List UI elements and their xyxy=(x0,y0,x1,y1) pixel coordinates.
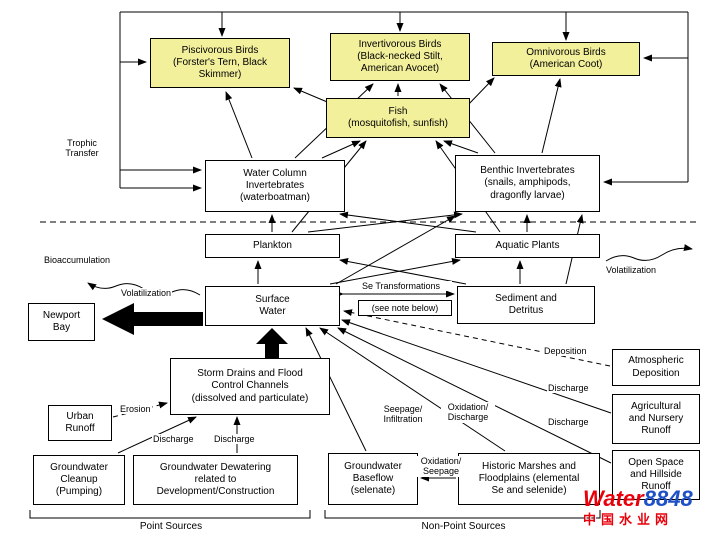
node-agricultural-runoff: Agricultural and Nursery Runoff xyxy=(612,394,700,444)
storm-drain-inflow-arrow xyxy=(256,328,288,358)
point-sources-bracket xyxy=(29,510,311,519)
node-urban-runoff: Urban Runoff xyxy=(48,405,112,441)
label-discharge-agricultural: Discharge xyxy=(547,383,590,394)
node-sediment-detritus: Sediment and Detritus xyxy=(457,286,595,324)
newport-bay-flow-arrow xyxy=(102,303,203,335)
label-discharge-dewatering: Discharge xyxy=(213,434,256,445)
node-open-space-runoff: Open Space and Hillside Runoff xyxy=(612,450,700,500)
node-groundwater-baseflow: Groundwater Baseflow (selenate) xyxy=(328,453,418,505)
label-se-transformations: Se Transformations xyxy=(350,281,452,292)
label-oxidation-discharge: Oxidation/ Discharge xyxy=(441,402,495,423)
label-point-sources: Point Sources xyxy=(139,521,203,532)
node-water-column-invertebrates: Water Column Invertebrates (waterboatman… xyxy=(205,160,345,212)
node-groundwater-cleanup: Groundwater Cleanup (Pumping) xyxy=(33,455,125,505)
label-discharge-cleanup: Discharge xyxy=(152,434,195,445)
watermark-brand-water: Water xyxy=(583,486,644,511)
label-non-point-sources: Non-Point Sources xyxy=(421,521,506,532)
label-seepage-infiltration: Seepage/ Infiltration xyxy=(377,404,429,425)
watermark-brand-8848: 8848 xyxy=(643,486,693,511)
volatilization-wavy-right xyxy=(605,244,693,262)
node-piscivorous-birds: Piscivorous Birds (Forster's Tern, Black… xyxy=(150,38,290,88)
label-se-note: (see note below) xyxy=(358,300,452,316)
node-newport-bay: Newport Bay xyxy=(28,303,95,341)
label-deposition: Deposition xyxy=(543,346,588,357)
label-volatilization-right: Volatilization xyxy=(605,265,658,276)
node-historic-marshes: Historic Marshes and Floodplains (elemen… xyxy=(458,453,600,505)
watermark-brand: Water8848 xyxy=(583,488,693,510)
label-bioaccumulation: Bioaccumulation xyxy=(38,255,116,266)
source-arrows xyxy=(112,309,612,482)
node-plankton: Plankton xyxy=(205,234,340,258)
label-oxidation-seepage: Oxidation/ Seepage xyxy=(416,456,466,477)
label-discharge-open-space: Discharge xyxy=(547,417,590,428)
label-volatilization-left: Volatilization xyxy=(120,288,173,299)
watermark-water8848: Water8848 中国水业网 xyxy=(583,488,693,527)
node-omnivorous-birds: Omnivorous Birds (American Coot) xyxy=(492,42,640,76)
node-groundwater-dewatering: Groundwater Dewatering related to Develo… xyxy=(133,455,298,505)
node-surface-water: Surface Water xyxy=(205,286,340,326)
watermark-cn: 中国水业网 xyxy=(583,512,674,527)
node-atmospheric-deposition: Atmospheric Deposition xyxy=(612,349,700,386)
recycle-frame xyxy=(119,11,689,192)
label-trophic-transfer: Trophic Transfer xyxy=(55,138,109,159)
node-invertivorous-birds: Invertivorous Birds (Black-necked Stilt,… xyxy=(330,33,470,81)
node-benthic-invertebrates: Benthic Invertebrates (snails, amphipods… xyxy=(455,155,600,212)
non-point-sources-bracket xyxy=(324,510,601,519)
node-storm-drains: Storm Drains and Flood Control Channels … xyxy=(170,358,330,415)
node-fish: Fish (mosquitofish, sunfish) xyxy=(326,98,470,138)
node-aquatic-plants: Aquatic Plants xyxy=(455,234,600,258)
label-erosion: Erosion xyxy=(119,404,152,415)
